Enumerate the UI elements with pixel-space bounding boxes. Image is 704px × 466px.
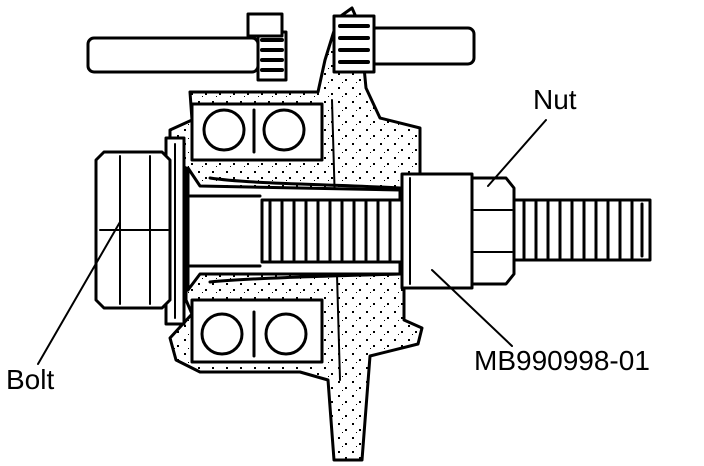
threaded-rod: [512, 198, 652, 262]
label-nut: Nut: [533, 84, 577, 115]
upper-right-mount-bolt: [332, 14, 476, 74]
leader-bolt: [37, 221, 121, 365]
nut: [470, 176, 516, 286]
bolt-head: [94, 150, 172, 310]
leader-nut: [487, 119, 547, 187]
label-special-tool: MB990998-01: [474, 345, 650, 376]
threaded-shaft: [260, 198, 404, 264]
upper-left-mount-bolt: [86, 12, 288, 82]
leader-tool: [431, 269, 513, 347]
label-bolt: Bolt: [6, 364, 55, 395]
special-tool-sleeve: [400, 172, 474, 290]
wheel-bearing: [190, 102, 324, 364]
